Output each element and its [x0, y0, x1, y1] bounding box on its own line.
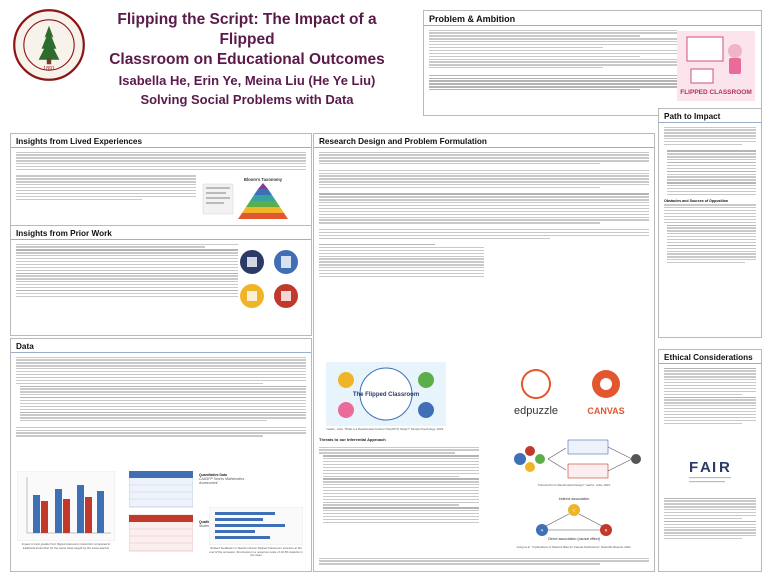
problem-text	[424, 26, 682, 94]
fair-letter-f: F	[689, 459, 698, 476]
panel-title: Ethical Considerations	[659, 350, 761, 364]
poster-header: Flipping the Script: The Impact of a Fli…	[92, 10, 402, 108]
threats-text	[314, 443, 484, 527]
figure-title: Bloom's Taxonomy	[244, 177, 283, 182]
tool-canvas: CANVAS	[587, 406, 624, 416]
data-table-figure	[128, 470, 194, 552]
title-line-1: Flipping the Script: The Impact of a Fli…	[117, 11, 377, 48]
prior-text	[11, 240, 243, 301]
data-text	[11, 353, 311, 440]
figure-label: FLIPPED CLASSROOM	[680, 89, 752, 96]
causal-diagram: Indirect association C A B Direct associ…	[536, 497, 612, 541]
caption-left: Impact on test grades from flipped class…	[21, 542, 111, 550]
fair-letter-a: A	[700, 459, 711, 476]
test-grade-chart	[17, 471, 115, 541]
table1-sub: CAASPP Scores Mathematics Assessment	[199, 477, 245, 486]
table1-title: Quantitative Data	[199, 473, 227, 477]
panel-path-to-impact: Path to Impact Obstacles and Sources of …	[658, 108, 762, 338]
node-a: A	[541, 528, 544, 533]
obstacles-heading: Obstacles and Sources of Opposition	[664, 198, 729, 203]
subtitle: Solving Social Problems with Data	[140, 92, 354, 107]
figure1-label: The Flipped Classroom	[353, 392, 419, 398]
panel-title: Insights from Lived Experiences	[11, 134, 311, 148]
research-text-bottom	[314, 554, 654, 568]
panel-research-design: Research Design and Problem Formulation …	[313, 133, 655, 572]
path-text: Obstacles and Sources of Opposition	[659, 123, 761, 267]
threats-section: Threats to our Inferential Approach	[314, 436, 484, 527]
diagram-indirect: Indirect association	[559, 497, 590, 501]
flipped-classroom-figure: FLIPPED CLASSROOM	[677, 31, 755, 101]
blooms-taxonomy-figure: Bloom's Taxonomy	[202, 177, 288, 219]
seal-year: 1891	[43, 66, 55, 72]
randomized-design-figure	[504, 436, 644, 482]
figure2-caption: "Introduction to Randomized Design" Yeah…	[537, 483, 611, 487]
node-b: B	[605, 528, 608, 533]
panel-ethical-considerations: Ethical Considerations F A I R	[658, 349, 762, 572]
title-line-2: Classroom on Educational Outcomes	[109, 51, 385, 68]
panel-title: Insights from Prior Work	[11, 226, 311, 240]
lived-text-bottom	[11, 175, 201, 203]
node-c: C	[573, 508, 576, 513]
panel-lived-experiences: Insights from Lived Experiences Bloom's …	[10, 133, 312, 226]
panel-title: Research Design and Problem Formulation	[314, 134, 654, 148]
panel-data: Data Impact on test grades from flipped …	[10, 338, 312, 572]
flipped-classroom-diagram: The Flipped Classroom	[326, 362, 446, 426]
ethics-text-bottom	[659, 494, 761, 543]
diagram-direct: Direct association (causal effect)	[548, 537, 600, 541]
fair-letter-r: R	[719, 459, 730, 476]
figure1-caption: Yeahm, Julia. "What is a Randomized Cont…	[326, 427, 444, 431]
lived-text-top	[11, 148, 311, 174]
figure3-caption: Gong et al. "Implications of Network Bia…	[516, 545, 632, 549]
authors: Isabella He, Erin Ye, Meina Liu (He Ye L…	[118, 73, 376, 88]
panel-title: Path to Impact	[659, 109, 761, 123]
panel-prior-work: Insights from Prior Work	[10, 225, 312, 336]
fair-principles-figure: F A I R	[685, 450, 735, 490]
prior-work-icons-figure	[240, 250, 298, 308]
research-design-text	[314, 244, 489, 281]
data-tables	[128, 470, 194, 561]
tool-edpuzzle: edpuzzle	[514, 405, 558, 417]
threats-title: Threats to our Inferential Approach	[319, 437, 386, 442]
panel-title: Data	[11, 339, 311, 353]
caption-right: Student feedback on Teacher Driven Flipp…	[209, 546, 303, 558]
university-seal-icon: 1891	[13, 9, 85, 81]
fair-letter-i: I	[712, 459, 716, 476]
student-feedback-figure	[209, 507, 303, 545]
research-text-top	[314, 148, 654, 242]
tool-logos-figure: edpuzzle CANVAS	[514, 369, 625, 417]
panel-title: Problem & Ambition	[424, 11, 761, 26]
panel-problem-ambition: Problem & Ambition FLIPPED CLASSROOM	[423, 10, 762, 116]
tool-logos: edpuzzle CANVAS	[500, 362, 646, 428]
ethics-text-top	[659, 364, 761, 427]
